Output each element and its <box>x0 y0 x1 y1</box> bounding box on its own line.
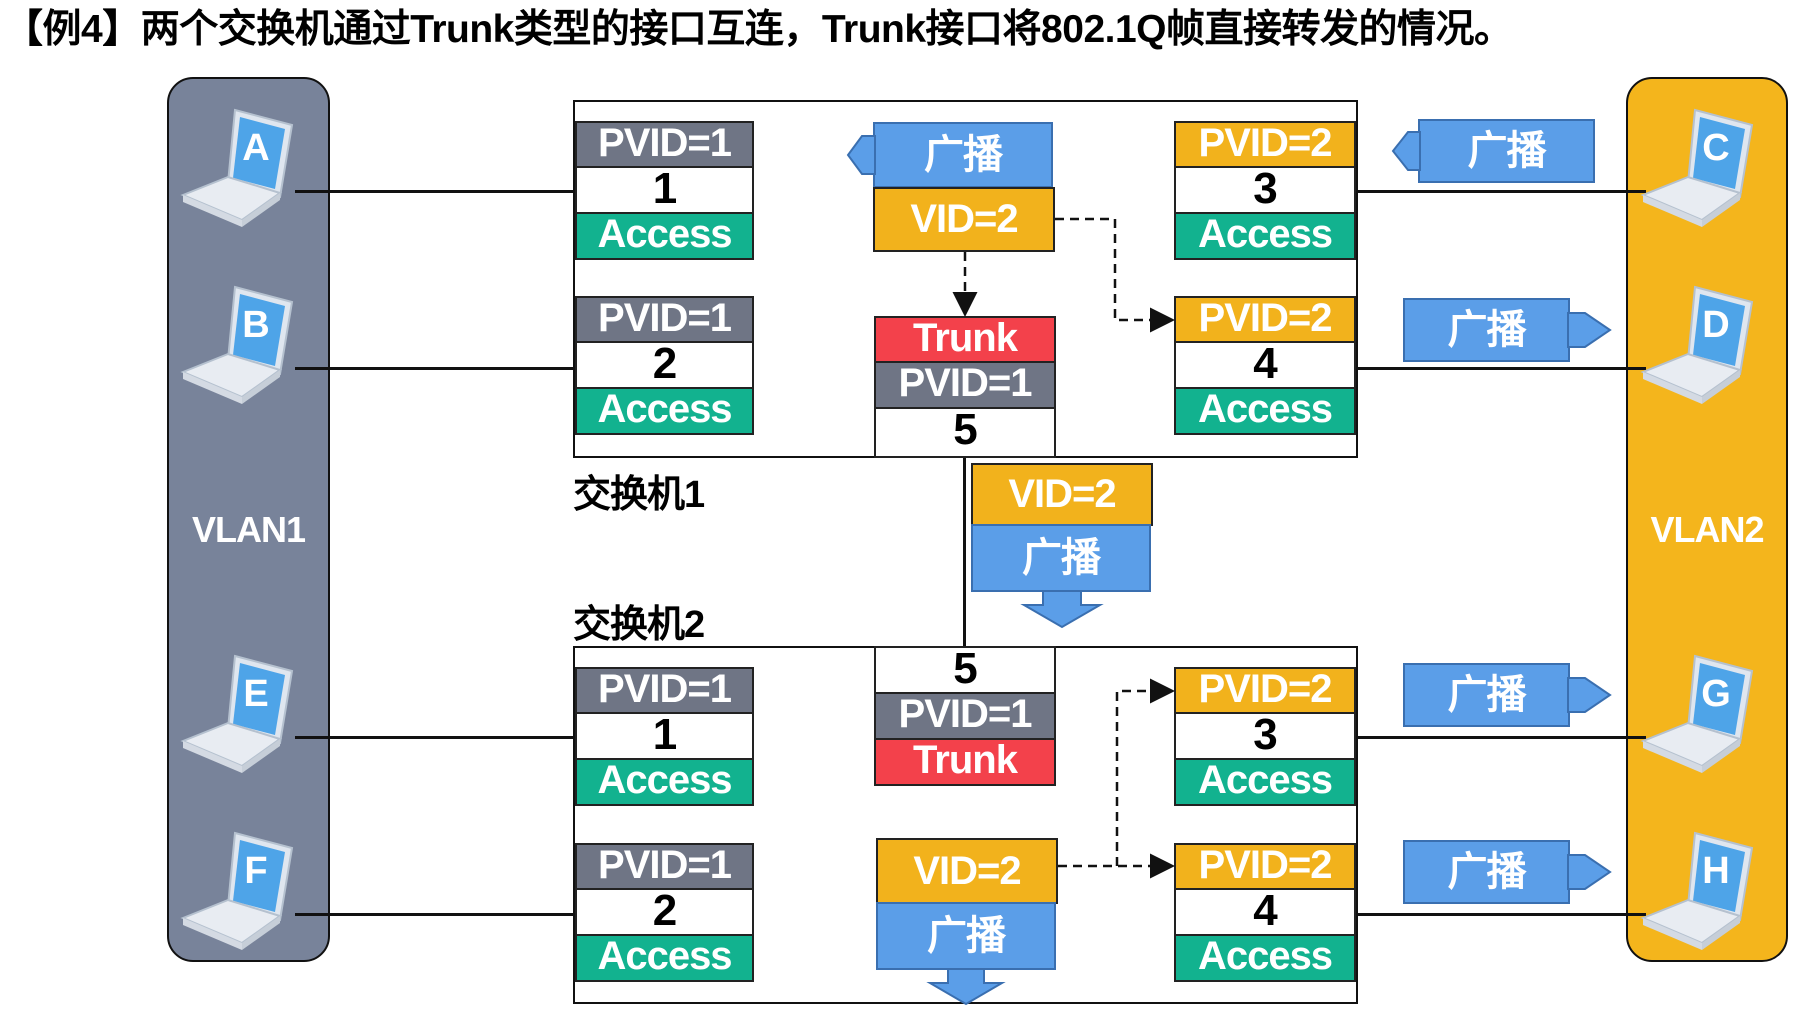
sw2-port4-number: 4 <box>1174 888 1356 936</box>
sw1-frame-left-arrow-icon <box>846 135 876 175</box>
host-label: C <box>1702 127 1730 169</box>
sw2-port1-number: 1 <box>575 712 754 760</box>
sw2-port3-pvid: PVID=2 <box>1174 667 1356 714</box>
host-d[interactable]: D <box>1640 282 1760 404</box>
broadcast-c-left-arrow-icon <box>1391 131 1421 171</box>
host-b[interactable]: B <box>180 282 300 404</box>
host-f[interactable]: F <box>180 828 300 950</box>
sw1-port4-pvid: PVID=2 <box>1174 296 1356 343</box>
slide-title: 【例4】两个交换机通过Trunk类型的接口互连，Trunk接口将802.1Q帧直… <box>4 8 1513 51</box>
sw2-port2-number: 2 <box>575 888 754 936</box>
sw2-port2-pvid: PVID=1 <box>575 843 754 890</box>
laptop-icon <box>180 654 294 773</box>
vlan2-label: VLAN2 <box>1650 509 1764 550</box>
sw1-port1-number: 1 <box>575 166 754 214</box>
laptop-icon <box>1640 654 1754 773</box>
laptop-icon <box>180 108 294 227</box>
host-g[interactable]: G <box>1640 651 1760 773</box>
cable-e-port1 <box>295 736 575 739</box>
sw2-port5-type: Trunk <box>874 738 1056 786</box>
host-label: H <box>1702 850 1730 892</box>
cable-b-port2 <box>295 367 575 370</box>
sw1-port2-number: 2 <box>575 341 754 389</box>
broadcast-to-h: 广播 <box>1403 840 1570 904</box>
host-c[interactable]: C <box>1640 105 1760 227</box>
sw2-frame-payload: 广播 <box>876 902 1056 970</box>
vlan1-group: VLAN1 <box>167 77 330 962</box>
trunk-frame-down-arrow-icon <box>1020 590 1104 629</box>
sw1-port5-type: Trunk <box>874 316 1056 363</box>
sw2-port4-type: Access <box>1174 934 1356 982</box>
laptop-icon <box>180 285 294 404</box>
broadcast-h-right-arrow-icon <box>1567 854 1612 890</box>
sw1-port5-pvid: PVID=1 <box>874 361 1056 409</box>
sw2-frame-tag: VID=2 <box>876 838 1058 904</box>
sw2-port2-type: Access <box>575 934 754 982</box>
sw1-port1-pvid: PVID=1 <box>575 121 754 168</box>
broadcast-d-right-arrow-icon <box>1567 312 1612 348</box>
trunk-frame-payload: 广播 <box>971 524 1151 592</box>
sw1-frame-tag: VID=2 <box>873 187 1055 252</box>
sw2-port5-number: 5 <box>874 646 1056 694</box>
broadcast-from-c: 广播 <box>1418 119 1595 183</box>
host-label: B <box>242 304 270 346</box>
cable-c-port3 <box>1356 190 1646 193</box>
vlan1-label: VLAN1 <box>191 509 306 550</box>
vlan2-group: VLAN2 <box>1626 77 1788 962</box>
sw1-port4-type: Access <box>1174 387 1356 435</box>
sw1-port2-type: Access <box>575 387 754 435</box>
sw1-forward-to-port4-path <box>1055 217 1175 333</box>
host-h[interactable]: H <box>1640 828 1760 950</box>
host-label: F <box>244 850 268 892</box>
laptop-icon <box>180 831 294 950</box>
sw1-frame-payload: 广播 <box>873 122 1053 188</box>
sw1-port5-number: 5 <box>874 407 1056 458</box>
host-label: D <box>1702 304 1730 346</box>
sw2-port1-type: Access <box>575 758 754 806</box>
sw2-frame-down-arrow-icon <box>926 968 1006 1006</box>
cable-h-port4 <box>1356 913 1646 916</box>
switch-2-label: 交换机2 <box>573 604 705 646</box>
broadcast-to-g: 广播 <box>1403 663 1570 727</box>
cable-g-port3 <box>1356 736 1646 739</box>
host-e[interactable]: E <box>180 651 300 773</box>
switch-1-label: 交换机1 <box>573 474 705 516</box>
broadcast-to-d: 广播 <box>1403 298 1570 362</box>
sw2-port4-pvid: PVID=2 <box>1174 843 1356 890</box>
sw2-port3-type: Access <box>1174 758 1356 806</box>
sw2-port1-pvid: PVID=1 <box>575 667 754 714</box>
trunk-link <box>963 456 966 648</box>
broadcast-g-right-arrow-icon <box>1567 677 1612 713</box>
cable-a-port1 <box>295 190 575 193</box>
laptop-icon <box>1640 285 1754 404</box>
host-label: A <box>242 127 270 169</box>
cable-d-port4 <box>1356 367 1646 370</box>
laptop-icon <box>1640 108 1754 227</box>
host-label: E <box>243 673 269 715</box>
sw2-port3-number: 3 <box>1174 712 1356 760</box>
laptop-icon <box>1640 831 1754 950</box>
sw1-port3-type: Access <box>1174 212 1356 260</box>
sw1-port1-type: Access <box>575 212 754 260</box>
host-label: G <box>1701 673 1731 715</box>
host-a[interactable]: A <box>180 105 300 227</box>
trunk-frame-tag: VID=2 <box>971 463 1153 526</box>
sw2-forward-to-port3-path <box>1115 678 1175 866</box>
cable-f-port2 <box>295 913 575 916</box>
